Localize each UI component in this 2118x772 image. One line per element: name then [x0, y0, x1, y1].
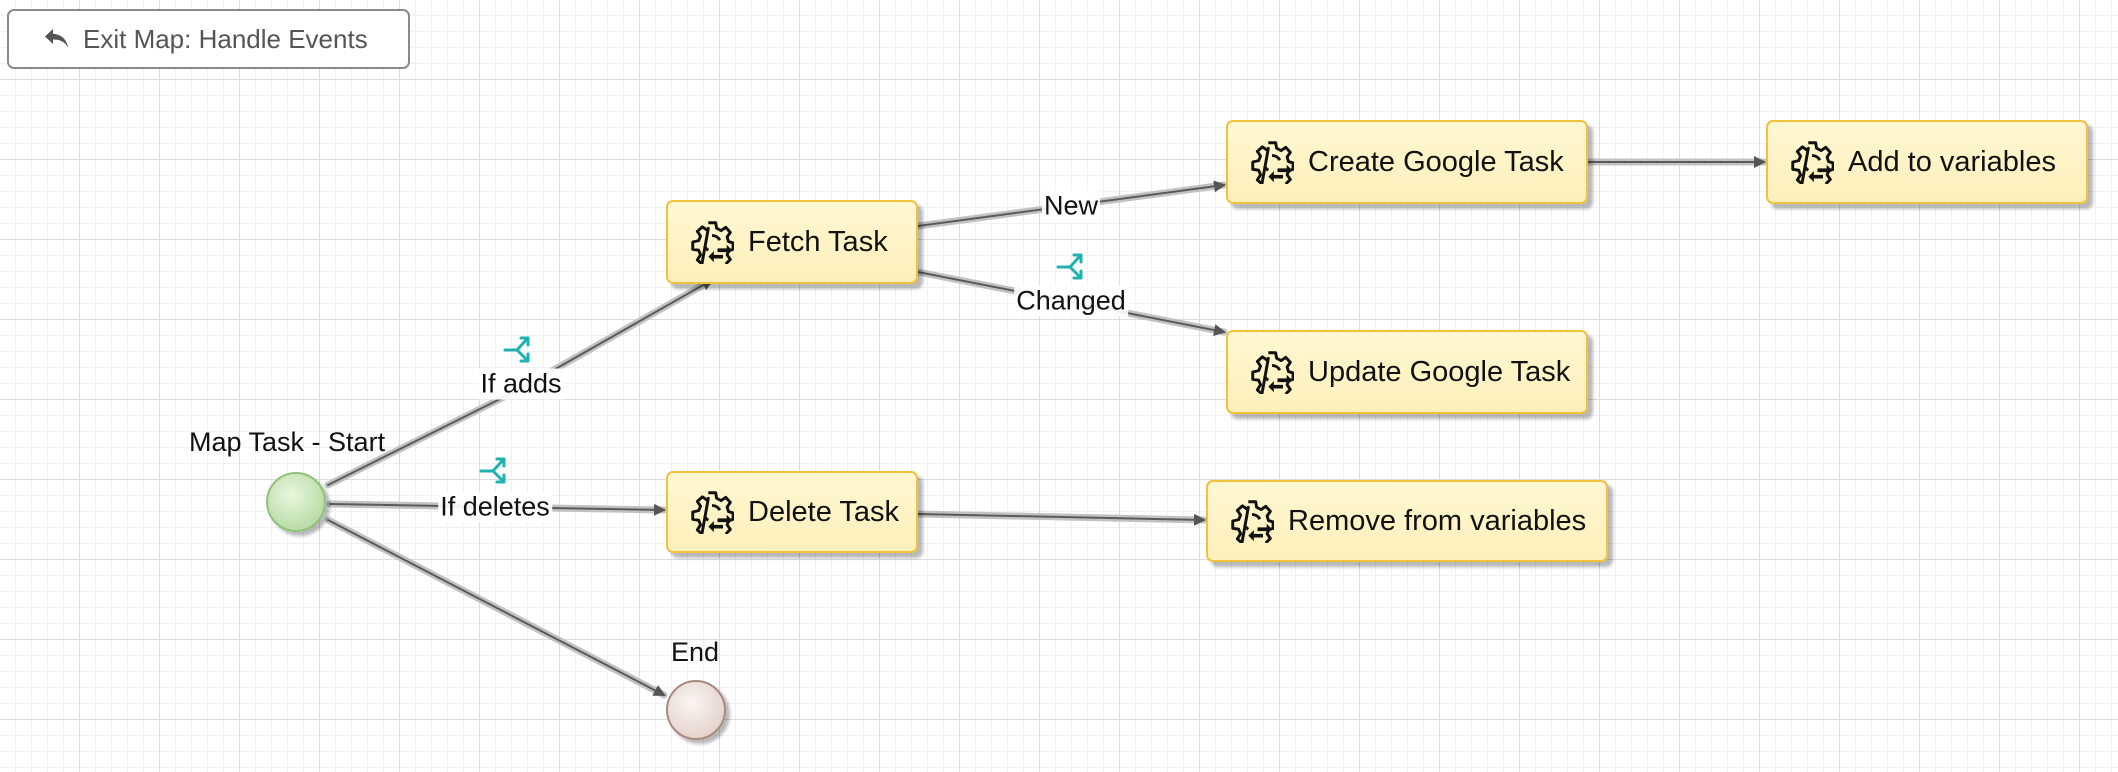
task-create-google-task[interactable]: Create Google Task: [1226, 120, 1588, 204]
edge-label-if-adds: If adds: [478, 368, 564, 400]
task-label: Create Google Task: [1308, 145, 1564, 178]
task-remove-from-variables[interactable]: Remove from variables: [1206, 480, 1608, 562]
task-label: Delete Task: [748, 495, 899, 528]
gear-sync-icon: [1251, 351, 1294, 394]
gear-sync-icon: [691, 221, 734, 264]
start-event[interactable]: [266, 472, 326, 532]
edge-delete-to-remove[interactable]: [914, 510, 1208, 526]
gear-sync-icon: [1251, 141, 1294, 184]
task-label: Fetch Task: [748, 225, 888, 258]
exit-map-button[interactable]: Exit Map: Handle Events: [7, 9, 410, 69]
task-update-google-task[interactable]: Update Google Task: [1226, 330, 1588, 414]
start-node-label: Map Task - Start: [189, 427, 386, 457]
conditional-flow-icon: [479, 457, 506, 484]
edge-label-changed: Changed: [1014, 285, 1128, 317]
gear-sync-icon: [1231, 500, 1274, 543]
task-add-to-variables[interactable]: Add to variables: [1766, 120, 2088, 204]
conditional-flow-icon: [1056, 253, 1083, 280]
task-fetch-task[interactable]: Fetch Task: [666, 200, 918, 284]
gear-sync-icon: [691, 491, 734, 534]
task-delete-task[interactable]: Delete Task: [666, 471, 918, 553]
edge-label-if-deletes: If deletes: [438, 491, 552, 523]
task-label: Add to variables: [1848, 145, 2056, 178]
end-event[interactable]: [666, 680, 726, 740]
edge-label-new: New: [1041, 190, 1101, 222]
reply-arrow-icon: [45, 29, 68, 48]
conditional-flow-icon: [503, 336, 530, 363]
task-label: Remove from variables: [1288, 504, 1587, 537]
end-node-label: End: [671, 637, 720, 667]
exit-map-label: Exit Map: Handle Events: [83, 23, 368, 54]
gear-sync-icon: [1791, 141, 1834, 184]
edge-to-end[interactable]: [324, 516, 668, 699]
task-label: Update Google Task: [1308, 355, 1571, 388]
